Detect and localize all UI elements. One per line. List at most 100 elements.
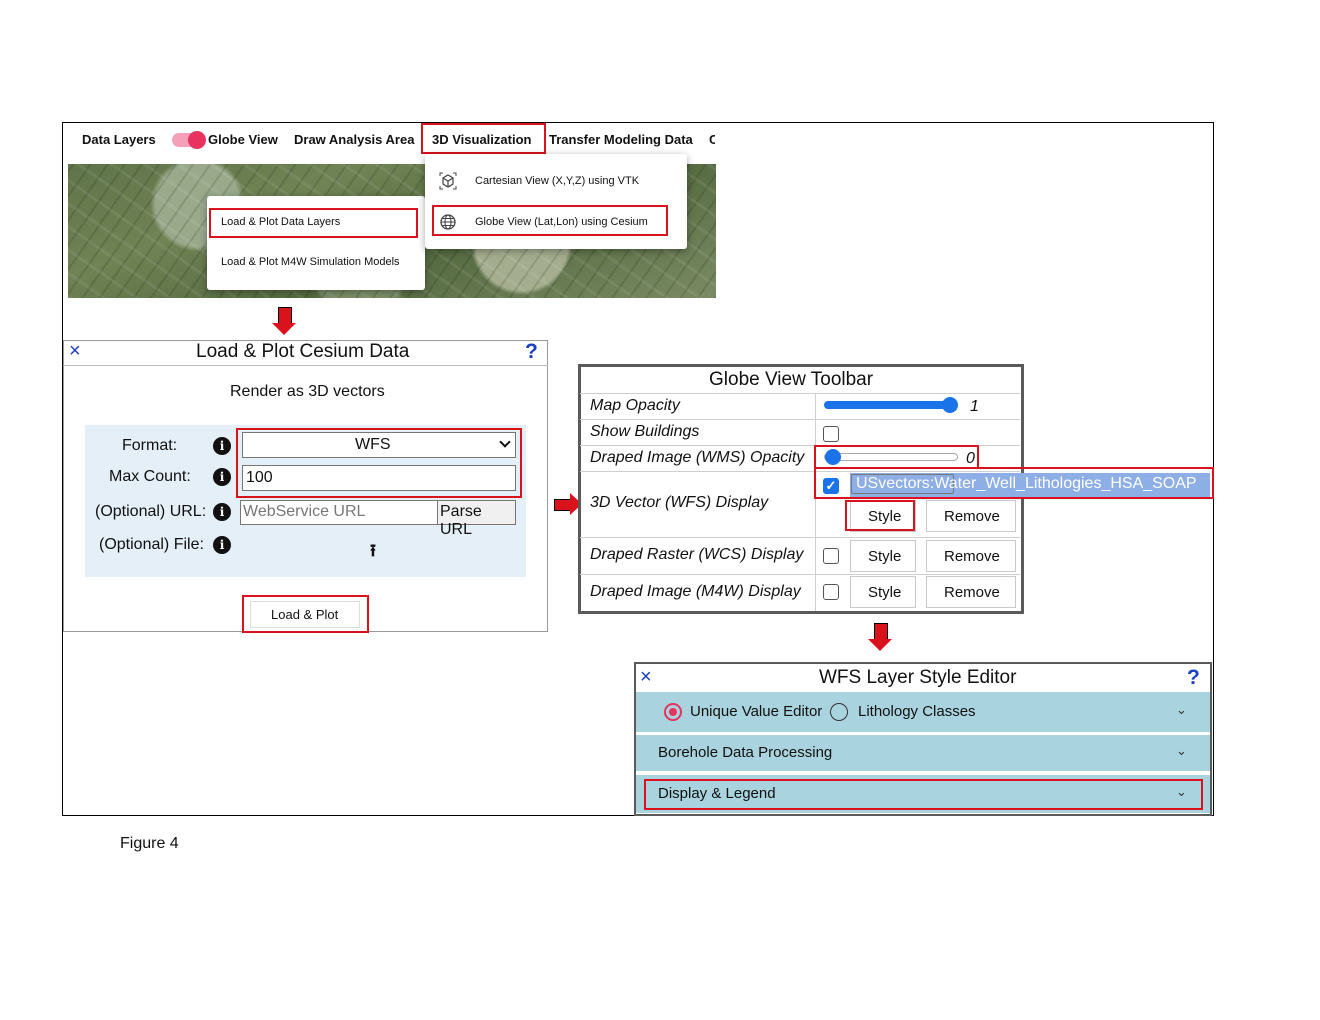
row-divider — [580, 471, 1020, 472]
parse-url-button[interactable]: Parse URL — [437, 500, 516, 538]
accordion-color-mode[interactable]: Unique Value Editor Lithology Classes ⌄ — [636, 692, 1210, 732]
vector-wfs-label: 3D Vector (WFS) Display — [590, 494, 769, 511]
arrow-down-icon — [868, 623, 892, 651]
draped-raster-checkbox[interactable] — [823, 548, 839, 564]
globe-view-toggle[interactable] — [172, 131, 206, 149]
raster-remove-button[interactable]: Remove — [926, 540, 1016, 572]
radio-unique-value-label: Unique Value Editor — [690, 703, 823, 720]
map-opacity-label: Map Opacity — [590, 397, 680, 414]
map-opacity-value: 1 — [970, 398, 979, 415]
render-subtitle: Render as 3D vectors — [230, 383, 385, 400]
toolbar-title: Globe View Toolbar — [709, 369, 874, 390]
panel-title: Load & Plot Cesium Data — [196, 341, 410, 362]
draped-m4w-label: Draped Image (M4W) Display — [590, 583, 801, 600]
draped-wms-value: 0 — [966, 450, 975, 467]
highlight-display-legend — [644, 779, 1203, 810]
map-opacity-slider[interactable] — [824, 397, 958, 413]
nav-transfer-modeling-data[interactable]: Transfer Modeling Data — [549, 132, 693, 147]
file-label: (Optional) File: — [99, 536, 204, 553]
cube-icon — [439, 172, 457, 195]
highlight-globe-view-cesium — [432, 205, 668, 236]
layer-select[interactable]: USvectors:Water_Well_Lithologies_HSA_SOA… — [850, 473, 1210, 497]
draped-raster-label: Draped Raster (WCS) Display — [590, 546, 804, 563]
remove-label: Remove — [944, 508, 1000, 525]
format-selected-value: WFS — [355, 436, 391, 453]
chevron-down-icon: ⌄ — [1176, 743, 1187, 758]
column-divider — [815, 393, 816, 611]
raster-style-button[interactable]: Style — [850, 540, 916, 572]
m4w-style-button[interactable]: Style — [850, 576, 916, 608]
borehole-processing-label: Borehole Data Processing — [658, 744, 833, 761]
divider — [63, 365, 548, 366]
m4w-remove-button[interactable]: Remove — [926, 576, 1016, 608]
show-buildings-checkbox[interactable] — [823, 426, 839, 442]
slider-fill — [824, 401, 950, 409]
row-divider — [580, 537, 1020, 538]
radio-lithology-label: Lithology Classes — [858, 703, 976, 720]
style-label: Style — [868, 584, 902, 601]
nav-globe-view[interactable]: Globe View — [208, 132, 278, 147]
draped-wms-label: Draped Image (WMS) Opacity — [590, 449, 805, 466]
highlight-wfs-style — [845, 500, 915, 531]
highlight-format-count — [236, 428, 522, 498]
info-icon[interactable]: i — [213, 437, 231, 455]
radio-lithology-classes[interactable] — [830, 703, 848, 721]
vector-wfs-checkbox[interactable]: ✓ — [823, 478, 839, 494]
chevron-down-icon: ⌄ — [1176, 702, 1187, 717]
url-label: (Optional) URL: — [95, 503, 207, 520]
wfs-remove-button[interactable]: Remove — [926, 500, 1016, 532]
help-icon[interactable]: ? — [525, 340, 538, 363]
max-count-input[interactable]: 100 — [242, 465, 516, 491]
format-select[interactable]: WFS — [242, 432, 516, 458]
remove-label: Remove — [944, 548, 1000, 565]
menu-item-globe-view-cesium[interactable]: Globe View (Lat,Lon) using Cesium — [475, 216, 648, 228]
row-divider — [580, 419, 1020, 420]
arrow-down-icon — [272, 307, 296, 335]
visualization-menu: Cartesian View (X,Y,Z) using VTK Globe V… — [425, 154, 687, 249]
max-count-label: Max Count: — [109, 468, 191, 485]
nav-data-layers[interactable]: Data Layers — [82, 132, 156, 147]
load-plot-button[interactable]: Load & Plot — [250, 601, 360, 628]
row-divider — [580, 393, 1020, 394]
highlight-load-plot-button — [242, 595, 369, 633]
url-input[interactable]: WebService URL — [240, 500, 438, 525]
info-icon[interactable]: i — [213, 503, 231, 521]
slider-thumb[interactable] — [825, 449, 841, 465]
draped-m4w-checkbox[interactable] — [823, 584, 839, 600]
highlight-layer-select — [814, 467, 1214, 499]
max-count-value: 100 — [246, 469, 273, 486]
upload-icon[interactable]: ⭱ — [370, 541, 376, 560]
nav-draw-analysis-area[interactable]: Draw Analysis Area — [294, 132, 415, 147]
highlight-3d-visualization — [421, 123, 546, 154]
toggle-knob — [188, 131, 206, 149]
menu-item-load-plot-data-layers[interactable]: Load & Plot Data Layers — [221, 216, 341, 228]
info-icon[interactable]: i — [213, 536, 231, 554]
close-icon[interactable]: × — [69, 340, 81, 362]
figure-caption: Figure 4 — [120, 835, 179, 852]
editor-title: WFS Layer Style Editor — [819, 667, 1017, 688]
load-plot-label: Load & Plot — [271, 607, 339, 622]
draped-wms-opacity-slider[interactable] — [824, 449, 958, 465]
help-icon[interactable]: ? — [1187, 666, 1200, 689]
menu-item-cartesian-view[interactable]: Cartesian View (X,Y,Z) using VTK — [475, 175, 640, 187]
data-layers-menu: Load & Plot Data Layers Load & Plot M4W … — [207, 196, 425, 290]
nav-3d-visualization[interactable]: 3D Visualization — [432, 132, 532, 147]
url-placeholder: WebService URL — [243, 503, 366, 520]
highlight-wms-slider — [814, 445, 979, 469]
globe-icon — [439, 213, 457, 236]
row-divider — [580, 574, 1020, 575]
highlight-load-plot-data-layers — [209, 208, 418, 238]
chevron-down-icon: ⌄ — [1176, 784, 1187, 799]
radio-unique-value[interactable] — [664, 703, 682, 721]
close-icon[interactable]: × — [640, 666, 652, 688]
accordion-borehole-processing[interactable]: Borehole Data Processing ⌄ — [636, 735, 1210, 771]
info-icon[interactable]: i — [213, 468, 231, 486]
format-label: Format: — [122, 437, 178, 454]
menu-item-load-plot-m4w-models[interactable]: Load & Plot M4W Simulation Models — [221, 256, 400, 268]
radio-dot — [669, 708, 677, 716]
accordion-display-legend[interactable]: Display & Legend ⌄ — [636, 775, 1210, 813]
nav-truncated-item[interactable]: C — [709, 132, 715, 147]
slider-thumb[interactable] — [942, 397, 958, 413]
remove-label: Remove — [944, 584, 1000, 601]
layer-name: USvectors:Water_Well_Lithologies_HSA_SOA… — [856, 475, 1197, 492]
